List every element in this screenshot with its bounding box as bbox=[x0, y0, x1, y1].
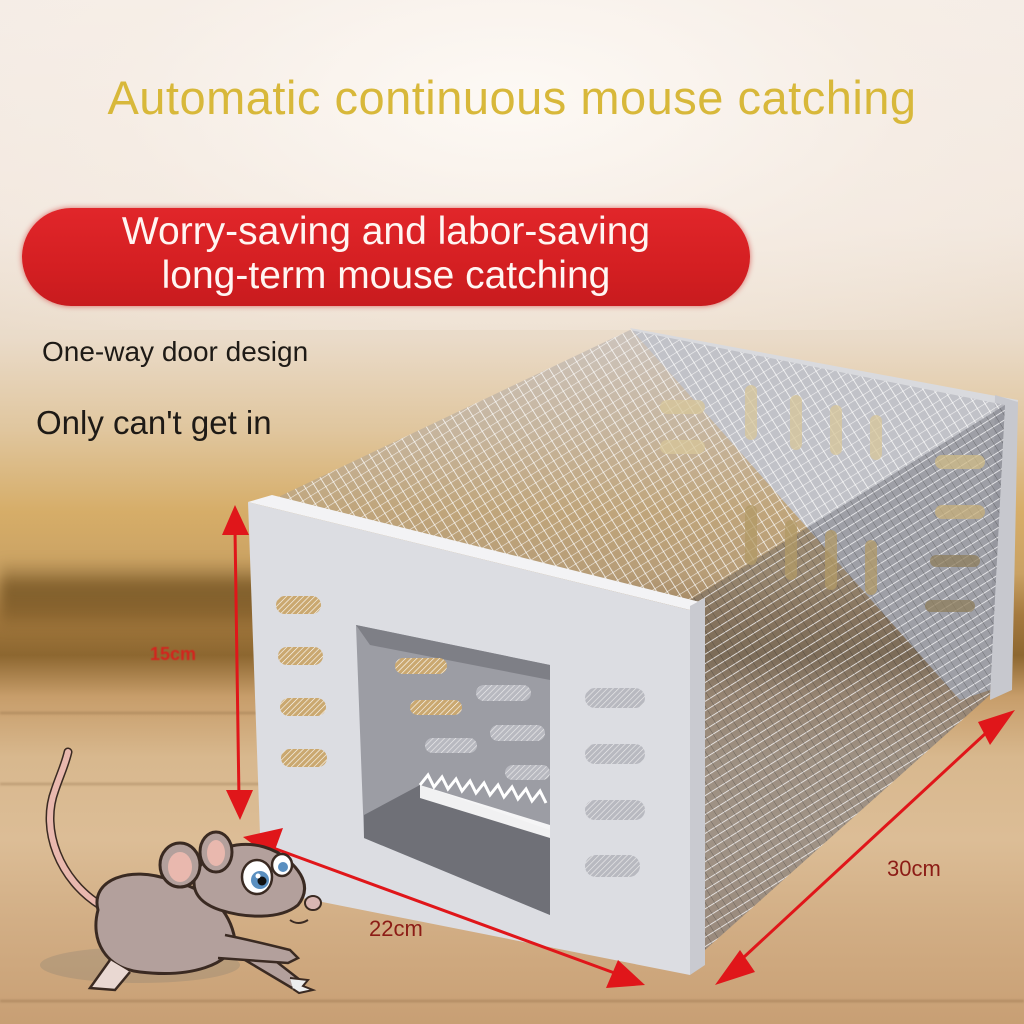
dimension-width-label: 22cm bbox=[369, 916, 423, 941]
cartoon-mouse-icon bbox=[40, 747, 322, 995]
dimension-height-label: 15cm bbox=[150, 644, 197, 664]
wood-grain bbox=[0, 712, 300, 714]
feature-only-get-in: Only can't get in bbox=[36, 404, 272, 441]
dimension-length-label: 30cm bbox=[887, 856, 941, 881]
dimension-arrows bbox=[222, 505, 1015, 988]
headline-title: Automatic continuous mouse catching bbox=[107, 71, 917, 124]
background-shelf bbox=[0, 560, 300, 630]
banner-line-1: Worry-saving and labor-saving bbox=[121, 210, 651, 253]
wood-grain bbox=[0, 1000, 1024, 1002]
feature-one-way-door: One-way door design bbox=[42, 336, 309, 367]
wood-grain bbox=[0, 783, 280, 785]
banner-line-2: long-term mouse catching bbox=[161, 254, 611, 297]
red-banner: Worry-saving and labor-saving long-term … bbox=[22, 208, 750, 306]
